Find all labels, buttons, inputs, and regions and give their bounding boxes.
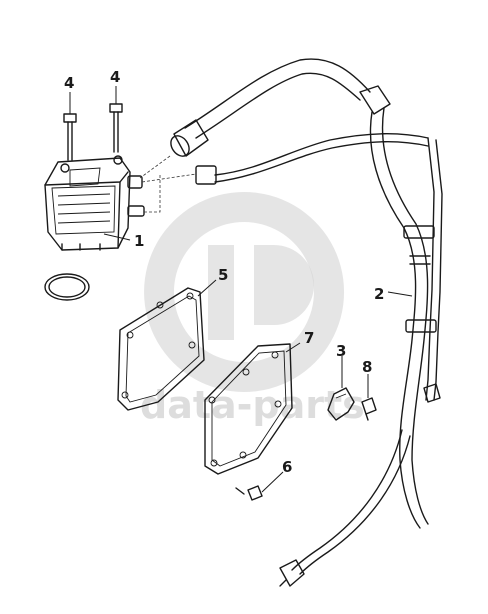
bracket-part-3[interactable] bbox=[327, 387, 355, 421]
callout-5: 5 bbox=[218, 266, 228, 284]
o-ring[interactable] bbox=[44, 273, 90, 301]
callout-4-left: 4 bbox=[64, 74, 74, 92]
hose-assembly-part-2[interactable] bbox=[279, 107, 443, 587]
watermark-logo: data-parts bbox=[140, 192, 365, 427]
callout-7: 7 bbox=[304, 329, 314, 347]
callout-1: 1 bbox=[134, 232, 144, 250]
bolt-part-4-right[interactable] bbox=[109, 103, 123, 153]
upper-hose[interactable] bbox=[167, 58, 391, 160]
screw-part-6[interactable] bbox=[235, 485, 263, 501]
sensor-wire[interactable] bbox=[195, 133, 429, 185]
gasket-plate-part-5[interactable] bbox=[117, 287, 205, 411]
callout-3: 3 bbox=[336, 342, 346, 360]
callout-6: 6 bbox=[282, 458, 292, 476]
callout-4-right: 4 bbox=[110, 68, 120, 86]
leader-lines bbox=[69, 86, 413, 493]
control-module-part-1[interactable] bbox=[44, 155, 145, 251]
watermark-text: data-parts bbox=[140, 383, 365, 427]
connection-guides bbox=[139, 155, 197, 213]
callout-8: 8 bbox=[362, 358, 372, 376]
bolt-part-4-left[interactable] bbox=[63, 113, 77, 161]
bolt-part-8[interactable] bbox=[361, 397, 377, 421]
callout-2: 2 bbox=[374, 285, 384, 303]
cover-plate-part-7[interactable] bbox=[204, 343, 293, 475]
